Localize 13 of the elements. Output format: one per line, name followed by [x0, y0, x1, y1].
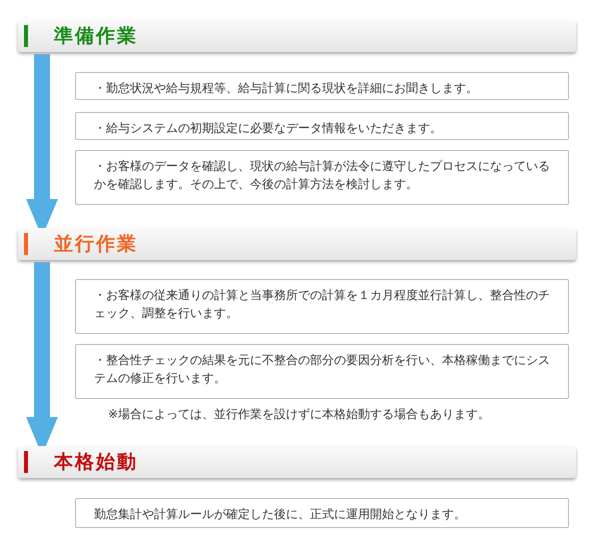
step-description-box: ・お客様の従来通りの計算と当事務所での計算を１カ月程度並行計算し、整合性のチェック、調整を行います。 [75, 279, 569, 334]
step-description-box: ・勤怠状況や給与規程等、給与計算に関る現状を詳細にお聞きします。 [75, 72, 569, 100]
step-description-box: 勤怠集計や計算ルールが確定した後に、正式に運用開始となります。 [75, 498, 569, 528]
step-description-box: ・整合性チェックの結果を元に不整合の部分の要因分析を行い、本格稼働までにシステムの修正を行います。 [75, 344, 569, 399]
section-title: 並行作業 [54, 232, 138, 256]
note-text: ※場合によっては、並行作業を設けずに本格始動する場合もあります。 [108, 406, 490, 423]
step-description-box: ・お客様のデータを確認し、現状の給与計算が法令に遵守したプロセスになっているかを確認します。その上で、今後の計算方法を検討します。 [75, 150, 569, 205]
section-title: 準備作業 [54, 24, 138, 48]
section-header-bar [18, 228, 576, 260]
section-title: 本格始動 [54, 450, 138, 474]
step-description-box: ・給与システムの初期設定に必要なデータ情報をいただきます。 [75, 112, 569, 140]
section-header-bar [18, 446, 576, 478]
section-header-bar [18, 20, 576, 52]
